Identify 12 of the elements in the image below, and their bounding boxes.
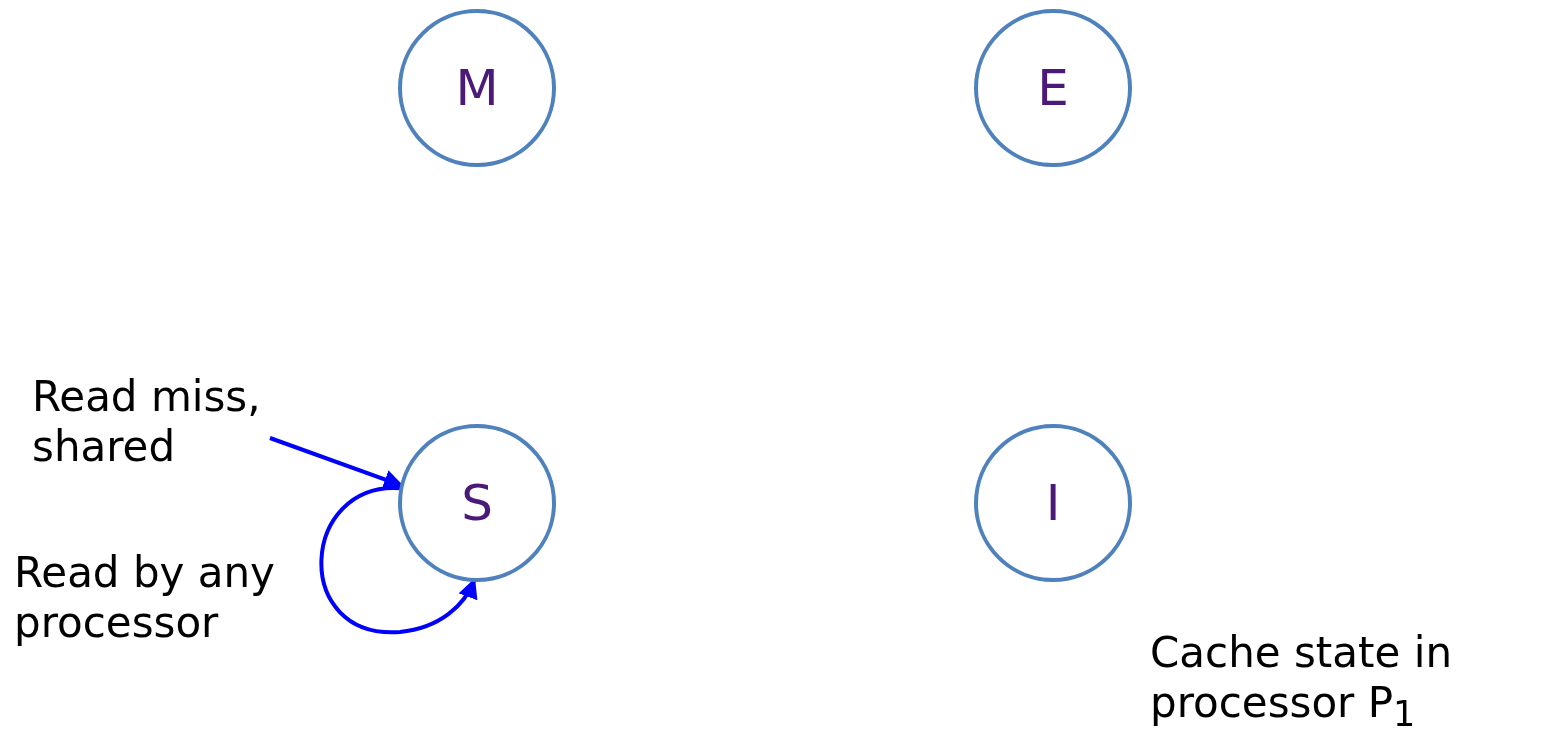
state-letter: I	[1045, 478, 1061, 528]
state-letter: M	[455, 63, 499, 113]
state-circle	[974, 9, 1132, 167]
state-circle	[398, 9, 556, 167]
state-circle	[398, 424, 556, 582]
arrow	[319, 486, 477, 634]
caption-note: Cache state in processor P$_{1}$	[1150, 628, 1453, 737]
edge-label: Read by any processor	[14, 548, 276, 648]
state-letter: E	[1037, 63, 1069, 113]
state-letter: S	[461, 478, 493, 528]
state-circle	[974, 424, 1132, 582]
edge-label: Read miss, shared	[32, 372, 262, 472]
